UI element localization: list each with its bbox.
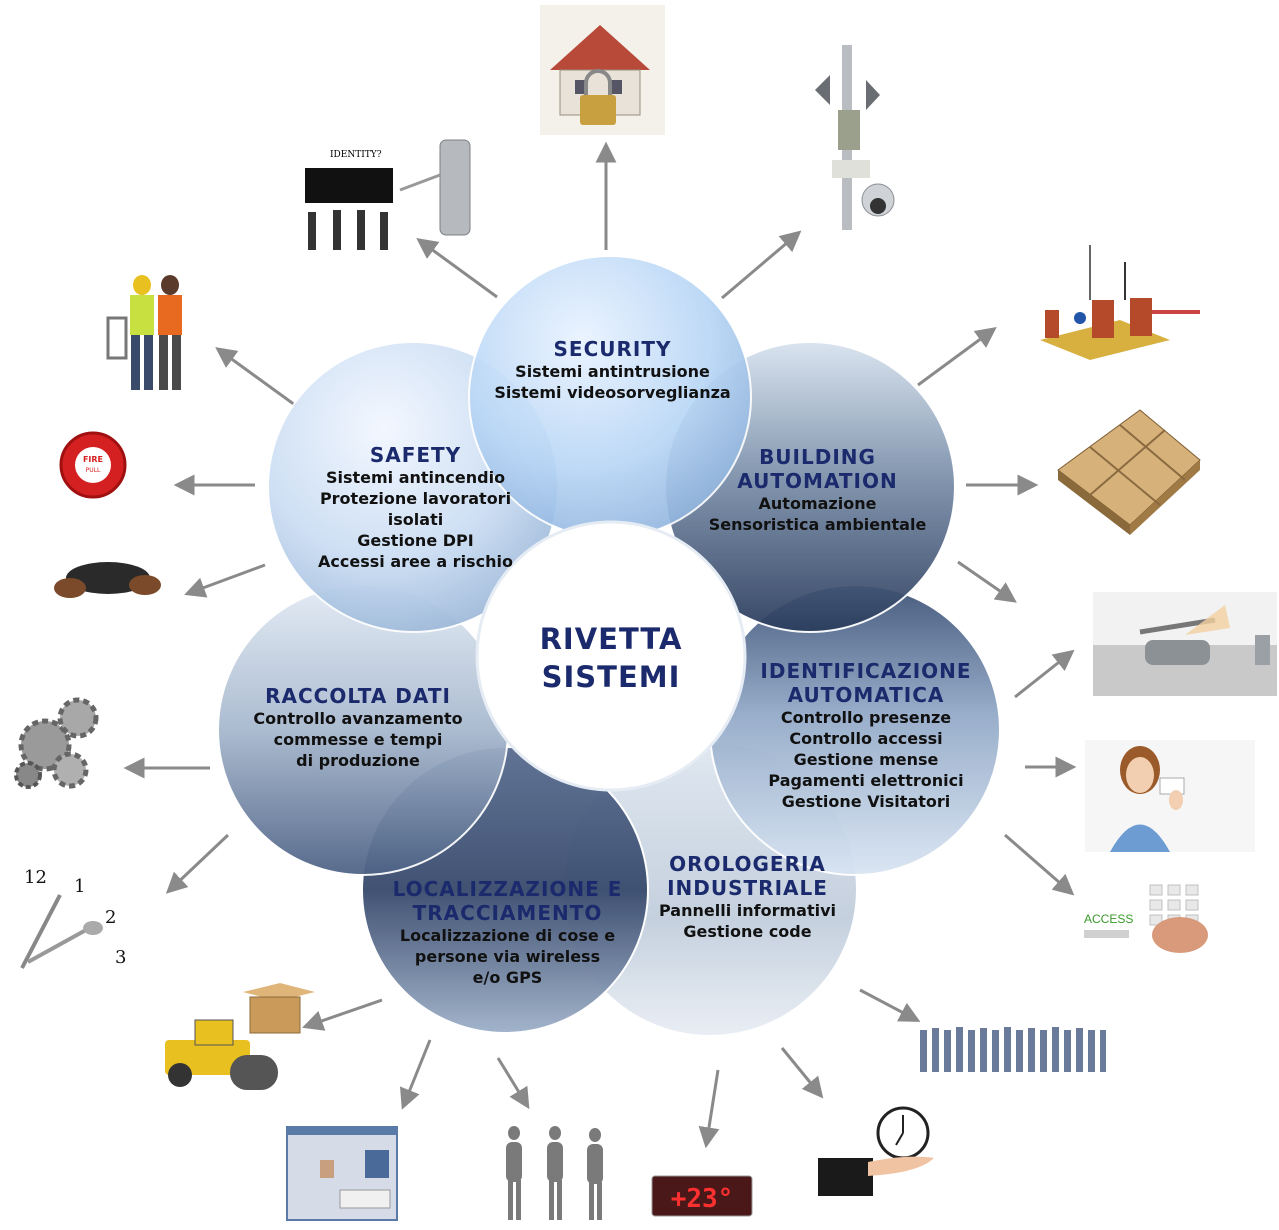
raccolta-line-2: commesse e tempi [273,730,443,749]
arrow-safety-worker [184,563,266,598]
clock-hand-image [818,1106,934,1196]
camera-pole-image [815,45,895,230]
raccolta-line-3: di produzione [296,751,420,770]
barrier-image [1040,245,1200,360]
roller-box-image [165,983,315,1090]
fire-alarm-label: FIRE [83,455,103,464]
security-text: SECURITY Sistemi antintrusione Sistemi v… [470,337,755,403]
access-keypad-image: ACCESS [1084,884,1208,953]
center-title: RIVETTA SISTEMI [478,620,744,696]
identificazione-line-2: Controllo accessi [789,729,943,748]
clock-number-2: 2 [105,907,116,928]
house-chain-image [540,5,665,135]
clock-cutlery-image: 12 1 2 3 [20,867,126,969]
safety-line-3: isolati [387,510,444,529]
arrow-building-right [957,560,1017,603]
identificazione-line-4: Pagamenti elettronici [768,771,964,790]
arrow-safety-workers [215,347,296,407]
woman-badge-image [1085,740,1255,852]
safety-text: SAFETY Sistemi antincendio Protezione la… [278,443,553,572]
raccolta-text: RACCOLTA DATI Controllo avanzamento comm… [223,684,493,771]
fire-alarm-sublabel: PULL [86,467,101,474]
arrow-raccolta-clock [165,833,230,894]
orologeria-title-2: INDUSTRIALE [667,876,828,900]
arrow-orol-display [698,1069,720,1149]
arrow-building-barrier [917,327,997,387]
arrow-loc-roller [302,998,383,1031]
center-title-line-2: SISTEMI [541,660,681,694]
localizzazione-line-1: Localizzazione di cose e [399,926,616,945]
arrow-orol-clock [780,1047,824,1099]
safety-line-4: Gestione DPI [357,531,474,550]
parking-gate-image [1093,592,1277,696]
orologeria-text: OROLOGERIA INDUSTRIALE Pannelli informat… [630,852,865,942]
software-screen-image [286,1126,398,1221]
gears-image [14,697,99,789]
security-title: SECURITY [553,337,672,361]
localizzazione-title-1: LOCALIZZAZIONE E [392,877,623,901]
orologeria-line-1: Pannelli informativi [659,901,836,920]
safety-line-2: Protezione lavoratori [319,489,512,508]
safety-line-5: Accessi aree a rischio [318,552,513,571]
localizzazione-line-2: persone via wireless [414,947,601,966]
center-title-line-1: RIVETTA [539,622,683,656]
petals [217,255,1001,1037]
queue-image [920,1027,1106,1072]
identificazione-title-1: IDENTIFICAZIONE [760,659,972,683]
localizzazione-title-2: TRACCIAMENTO [412,901,603,925]
access-label: ACCESS [1084,912,1133,926]
identificazione-line-3: Gestione mense [793,750,939,769]
safety-workers-image [106,275,182,390]
temperature-display-image: +23° [651,1175,753,1217]
fallen-worker-image [54,562,161,598]
connector-arrows [123,141,1077,1149]
building-line-1: Automazione [758,494,877,513]
clock-number-1: 1 [74,876,85,897]
orologeria-title-1: OROLOGERIA [669,852,826,876]
arrow-orol-queue [859,988,921,1022]
center-circle [475,520,747,792]
turnstile-image: IDENTITY? [305,139,471,250]
arrow-security-camera [721,230,802,300]
arrow-loc-people [496,1057,530,1110]
clock-number-12: 12 [24,867,47,888]
security-line-1: Sistemi antintrusione [515,362,710,381]
safety-title: SAFETY [369,443,462,467]
safety-line-1: Sistemi antincendio [325,468,506,487]
fire-alarm-image: FIRE PULL [59,431,127,499]
raccolta-title: RACCOLTA DATI [265,684,451,708]
building-title-1: BUILDING [759,445,876,469]
arrow-safety-turnstile [416,238,498,299]
arrow-ident-keypad [1004,833,1075,896]
identificazione-title-2: AUTOMATICA [787,683,945,707]
walking-people-image [506,1126,603,1220]
building-title-2: AUTOMATION [737,469,898,493]
clock-number-3: 3 [115,947,126,968]
building-line-2: Sensoristica ambientale [708,515,927,534]
floorplan-image [1057,409,1201,535]
identificazione-text: IDENTIFICAZIONE AUTOMATICA Controllo pre… [735,659,997,812]
localizzazione-text: LOCALIZZAZIONE E TRACCIAMENTO Localizzaz… [375,877,640,988]
identificazione-line-1: Controllo presenze [780,708,952,727]
orologeria-line-2: Gestione code [683,922,812,941]
identificazione-line-5: Gestione Visitatori [781,792,951,811]
display-temp: +23° [671,1184,734,1214]
arrow-ident-gate [1014,649,1075,699]
localizzazione-line-3: e/o GPS [472,968,543,987]
identity-caption: IDENTITY? [330,150,382,160]
arrow-loc-software [399,1039,432,1110]
raccolta-line-1: Controllo avanzamento [253,709,463,728]
security-line-2: Sistemi videosorveglianza [494,383,731,402]
building-text: BUILDING AUTOMATION Automazione Sensoris… [680,445,955,535]
